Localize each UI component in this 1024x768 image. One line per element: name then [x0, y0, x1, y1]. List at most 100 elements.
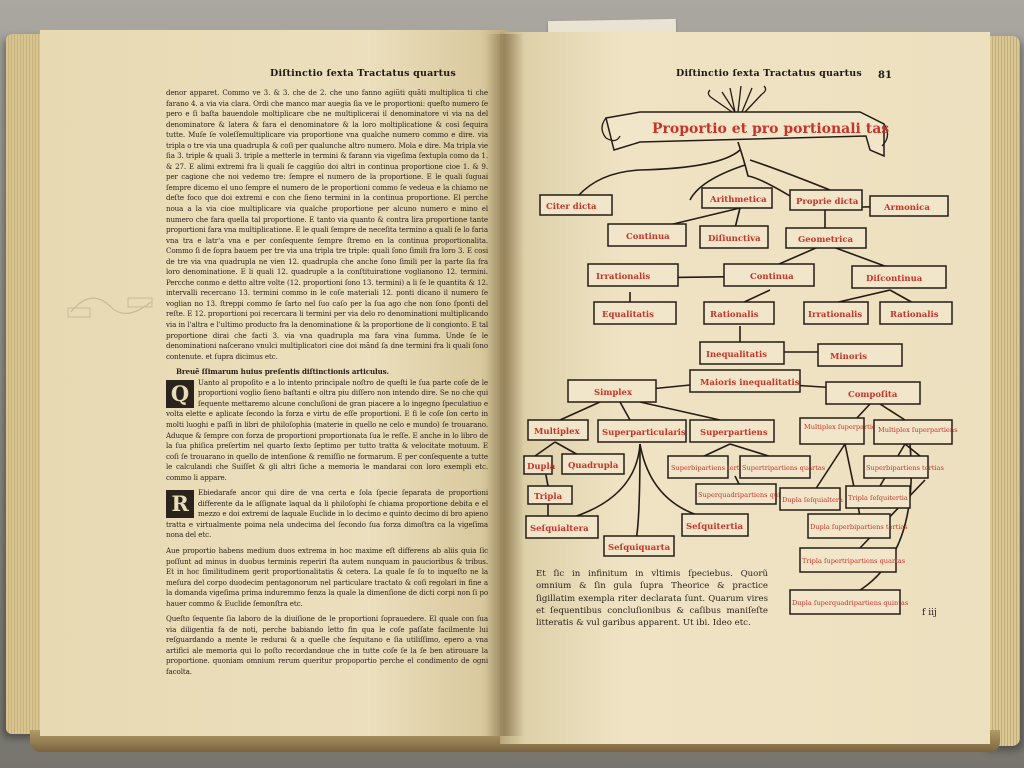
paragraph-1: denor apparet. Commo ve 3. & 3. che de 2… — [166, 88, 488, 361]
left-page-text: denor apparet. Commo ve 3. & 3. che de 2… — [166, 88, 488, 678]
node-dupla-sesquialtera: Dupla ſeſquialtera — [779, 487, 843, 511]
svg-text:Quadrupla: Quadrupla — [568, 461, 619, 471]
svg-text:Seſquiquarta: Seſquiquarta — [608, 543, 671, 553]
node-superbipartiens-tertias: Superbipartiens tertias — [667, 455, 749, 479]
svg-text:Tripla ſeſquitertia: Tripla ſeſquitertia — [848, 494, 908, 502]
node-superpartiens: Superpartiens — [689, 419, 775, 443]
svg-text:Continua: Continua — [750, 272, 794, 282]
svg-text:Superbipartiens tertias: Superbipartiens tertias — [671, 464, 749, 472]
node-multiplex: Multiplex — [527, 419, 589, 441]
svg-text:Irrationalis: Irrationalis — [808, 310, 862, 320]
node-simplex: Simplex — [567, 379, 657, 403]
node-superbipartiens-tertias-right: Superbipartiens tertias — [863, 455, 944, 479]
svg-text:Diſcontinua: Diſcontinua — [866, 274, 923, 284]
svg-text:Superpartiens: Superpartiens — [700, 428, 768, 438]
dropcap-r: R — [166, 490, 194, 519]
svg-text:Proprie dicta: Proprie dicta — [796, 197, 859, 207]
node-continua-top: Continua — [607, 223, 687, 247]
svg-text:Superparticularis: Superparticularis — [602, 428, 686, 438]
banner-title: Proportio et pro portionali tas — [652, 121, 889, 137]
node-sesquialtera: Seſquialtera — [525, 515, 599, 539]
svg-text:Irrationalis: Irrationalis — [596, 272, 650, 282]
left-page — [40, 30, 508, 736]
node-rationalis-right: Rationalis — [879, 301, 953, 325]
svg-text:Tripla: Tripla — [534, 492, 563, 502]
node-supertripartiens-quartas: Supertripartiens quartas — [739, 455, 826, 479]
svg-text:Seſquialtera: Seſquialtera — [530, 524, 589, 534]
left-page-edges — [6, 34, 46, 734]
svg-text:Supertripartiens quartas: Supertripartiens quartas — [742, 464, 826, 472]
node-superquadripartiens-quintas: Superquadripartiens quintas — [695, 483, 795, 505]
svg-text:Simplex: Simplex — [594, 388, 633, 398]
node-dupla: Dupla — [523, 455, 556, 475]
section-heading: Breuẽ ſſimarum huius preſentis diſtincti… — [176, 367, 389, 377]
node-maioris-inequalitatis: Maioris inequalitatis — [689, 369, 801, 393]
svg-text:Multiplex: Multiplex — [534, 427, 581, 437]
node-tripla: Tripla — [527, 485, 573, 505]
node-multiplex-superparticularis: Multiplex ſuperparticularis — [799, 417, 895, 445]
node-irrationalis: Irrationalis — [587, 263, 679, 287]
node-continua-mid: Continua — [723, 263, 815, 287]
node-discontinua: Diſcontinua — [851, 265, 947, 289]
paragraph-5: Queſto ſequente ſia laboro de la diuiſio… — [166, 614, 488, 676]
svg-text:Multiplex ſuperparticularis: Multiplex ſuperparticularis — [804, 423, 895, 431]
node-dupla-superquadripartiens: Dupla ſuperquadripartiens quintas — [789, 589, 909, 615]
svg-text:Dupla: Dupla — [527, 462, 556, 472]
paragraph-4: Aue proportio habens medium duos extrema… — [166, 545, 488, 608]
node-inequalitatis: Inequalitatis — [699, 341, 785, 365]
left-running-head: Diſtinctio ſexta Tractatus quartus — [270, 68, 456, 79]
svg-text:Continua: Continua — [626, 232, 670, 242]
node-sesquitertia: Seſquitertia — [681, 513, 749, 537]
node-tripla-sesquitertia: Tripla ſeſquitertia — [845, 485, 911, 509]
svg-text:Superquadripartiens quintas: Superquadripartiens quintas — [698, 491, 795, 499]
node-irrationalis-right: Irrationalis — [803, 301, 869, 325]
node-dupla-superbipartiens: Dupla ſuperbipartiens tertias — [807, 513, 908, 539]
node-geometrica: Geometrica — [785, 227, 867, 249]
node-superparticularis: Superparticularis — [597, 419, 687, 443]
svg-text:Dupla ſuperbipartiens tertias: Dupla ſuperbipartiens tertias — [810, 523, 908, 531]
paragraph-2: Uanto al propoſito e a lo intento princi… — [166, 377, 488, 482]
node-citer-dicta: Citer dicta — [539, 194, 613, 216]
paragraph-3: Ebiedarafe ancor qui dire de vna certa e… — [166, 488, 488, 540]
node-quadrupla: Quadrupla — [561, 453, 625, 475]
svg-text:Dupla ſuperquadripartiens quin: Dupla ſuperquadripartiens quintas — [792, 599, 909, 607]
right-page-edges — [984, 36, 1020, 746]
svg-text:Superbipartiens tertias: Superbipartiens tertias — [866, 464, 944, 472]
node-multiplex-superpartiens: Multiplex ſuperpartiens — [873, 419, 958, 445]
svg-text:Inequalitatis: Inequalitatis — [706, 350, 767, 360]
node-arithmetica: Arithmetica — [701, 187, 773, 209]
diagram-caption-text: Et ſic in infinitum in vltimis ſpeciebus… — [536, 569, 768, 629]
svg-text:Rationalis: Rationalis — [890, 310, 939, 320]
node-disiunctiva: Diſiunctiva — [699, 225, 769, 249]
node-proprie-dicta: Proprie dicta — [789, 189, 863, 211]
svg-text:Seſquitertia: Seſquitertia — [686, 522, 744, 532]
svg-text:Geometrica: Geometrica — [798, 235, 854, 245]
svg-text:Multiplex ſuperpartiens: Multiplex ſuperpartiens — [878, 426, 958, 434]
svg-text:Rationalis: Rationalis — [710, 310, 759, 320]
book-gutter — [486, 34, 524, 736]
node-composita: Compoſita — [825, 381, 921, 405]
svg-text:Arithmetica: Arithmetica — [709, 195, 767, 205]
right-running-head: Diſtinctio ſexta Tractatus quartus — [676, 68, 862, 79]
node-rationalis-mid: Rationalis — [703, 301, 775, 325]
svg-text:Citer dicta: Citer dicta — [546, 202, 597, 212]
svg-text:Armonica: Armonica — [883, 203, 930, 213]
svg-text:Equalitatis: Equalitatis — [602, 310, 654, 320]
node-armonica: Armonica — [869, 195, 949, 217]
svg-text:Tripla ſupertripartiens quarta: Tripla ſupertripartiens quartas — [802, 557, 906, 565]
signature-mark: f iij — [922, 608, 937, 618]
node-minoris: Minoris — [817, 343, 903, 367]
folio-number: 81 — [878, 70, 892, 81]
tree-crown-icon — [707, 85, 767, 113]
svg-text:Minoris: Minoris — [830, 352, 867, 362]
title-banner: Proportio et pro portionali tas — [601, 111, 889, 158]
svg-text:Diſiunctiva: Diſiunctiva — [708, 234, 761, 244]
node-tripla-supertripartiens: Tripla ſupertripartiens quartas — [799, 547, 906, 573]
node-sesquiquarta: Seſquiquarta — [603, 535, 675, 557]
svg-text:Dupla ſeſquialtera: Dupla ſeſquialtera — [782, 496, 843, 504]
dropcap-q: Q — [166, 379, 194, 408]
svg-text:Compoſita: Compoſita — [848, 390, 898, 400]
svg-text:Maioris inequalitatis: Maioris inequalitatis — [700, 378, 800, 388]
